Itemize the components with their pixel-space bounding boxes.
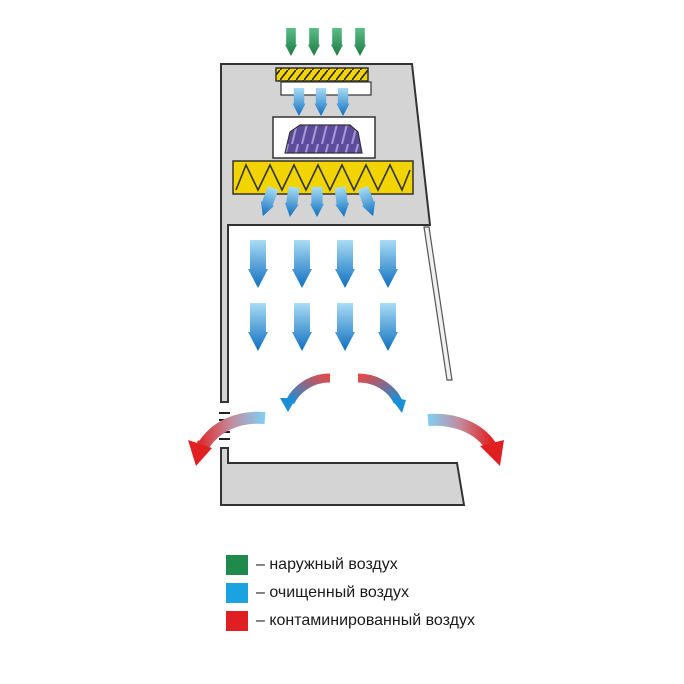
outside-air-arrow-icon bbox=[331, 28, 343, 56]
legend-item-contaminated-air: – контаминированный воздух bbox=[226, 607, 475, 635]
legend-label: – наружный воздух bbox=[256, 556, 398, 573]
clean-air-arrow-icon bbox=[334, 186, 350, 217]
clean-air-arrow-icon bbox=[335, 303, 355, 351]
legend-label: – очищенный воздух bbox=[256, 584, 409, 601]
red-swatch-icon bbox=[226, 611, 248, 631]
clean-air-arrow-icon bbox=[378, 240, 398, 288]
clean-air-arrow-icon bbox=[378, 303, 398, 351]
outside-air-arrow-icon bbox=[354, 28, 366, 56]
blue-swatch-icon bbox=[226, 583, 248, 603]
clean-air-arrow-icon bbox=[314, 88, 328, 116]
contaminated-air-arrow-icon bbox=[390, 397, 406, 413]
legend-item-outside-air: – наружный воздух bbox=[226, 551, 475, 579]
hepa-pleats bbox=[235, 163, 411, 192]
exhaust-air-arrow-icon bbox=[480, 440, 504, 466]
sash-window bbox=[423, 226, 453, 381]
exhaust-air-arrow-icon bbox=[427, 413, 498, 452]
cabinet-base bbox=[220, 447, 466, 506]
legend: – наружный воздух – очищенный воздух – к… bbox=[226, 551, 475, 635]
clean-air-arrow-icon bbox=[248, 303, 268, 351]
exhaust-air-arrow-icon bbox=[194, 411, 266, 456]
cabinet-body bbox=[220, 63, 432, 403]
exhaust-air-arrow-icon bbox=[188, 440, 212, 466]
clean-air-arrow-icon bbox=[292, 88, 306, 116]
fan-icon bbox=[284, 124, 363, 154]
clean-air-arrow-icon bbox=[260, 185, 279, 217]
hepa-filter bbox=[232, 160, 414, 195]
outside-air-arrow-icon bbox=[308, 28, 320, 56]
clean-air-arrow-icon bbox=[248, 240, 268, 288]
legend-item-clean-air: – очищенный воздух bbox=[226, 579, 475, 607]
airflow-arrows bbox=[188, 28, 504, 466]
clean-air-arrow-icon bbox=[284, 186, 300, 217]
intake-prefilter bbox=[275, 67, 369, 82]
clean-air-arrow-icon bbox=[336, 88, 350, 116]
clean-air-arrow-icon bbox=[292, 240, 312, 288]
legend-label: – контаминированный воздух bbox=[256, 612, 475, 629]
contaminated-air-arrow-icon bbox=[280, 398, 296, 412]
clean-air-arrow-icon bbox=[335, 240, 355, 288]
outside-air-arrow-icon bbox=[285, 28, 297, 56]
clean-air-arrow-icon bbox=[357, 185, 376, 217]
clean-air-arrow-icon bbox=[292, 303, 312, 351]
clean-air-arrow-icon bbox=[310, 187, 324, 217]
contaminated-air-arrow-icon bbox=[285, 373, 331, 405]
green-swatch-icon bbox=[226, 555, 248, 575]
